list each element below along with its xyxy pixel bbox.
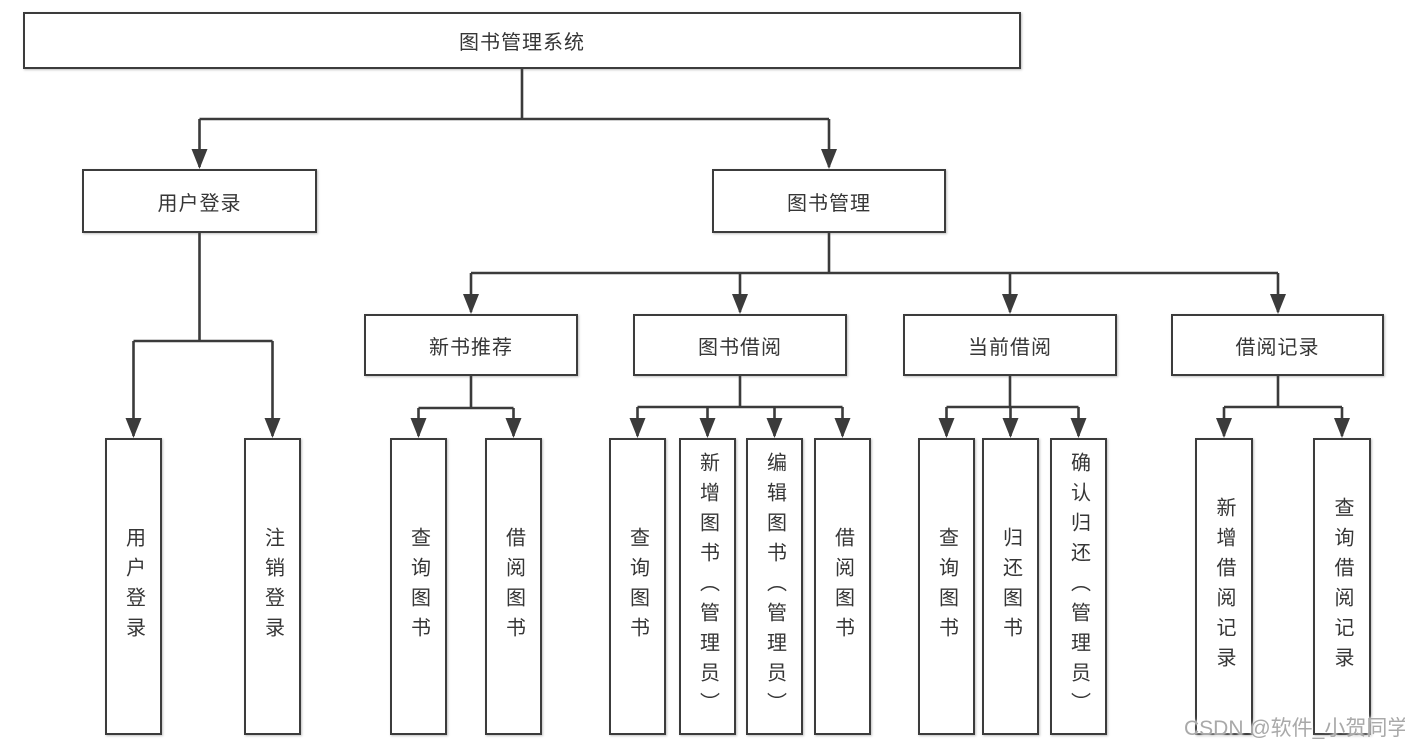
box-leaf-confirm-return-admin: 确认归还（管理员） (1050, 438, 1107, 735)
box-book-borrow: 图书借阅 (633, 314, 847, 376)
box-current-borrow: 当前借阅 (903, 314, 1117, 376)
box-leaf-borrow-book-1-label: 借阅图书 (502, 526, 525, 647)
box-leaf-search-borrow-record-label: 查询借阅记录 (1331, 496, 1353, 677)
box-leaf-user-login: 用户登录 (105, 438, 162, 735)
box-leaf-user-login-label: 用户登录 (122, 526, 145, 647)
box-user-login-module: 用户登录 (82, 169, 317, 233)
box-leaf-borrow-book-1: 借阅图书 (485, 438, 542, 735)
box-leaf-search-borrow-record: 查询借阅记录 (1313, 438, 1371, 735)
box-leaf-add-book-admin-label: 新增图书（管理员） (696, 451, 719, 722)
box-leaf-confirm-return-admin-label: 确认归还（管理员） (1067, 451, 1090, 722)
box-leaf-edit-book-admin: 编辑图书（管理员） (746, 438, 803, 735)
box-system-root: 图书管理系统 (23, 12, 1021, 69)
box-leaf-return-book: 归还图书 (982, 438, 1039, 735)
box-user-login-module-label: 用户登录 (157, 192, 242, 215)
box-leaf-edit-book-admin-label: 编辑图书（管理员） (763, 451, 786, 722)
box-leaf-search-book-3-label: 查询图书 (935, 526, 958, 647)
box-new-book-recommend: 新书推荐 (364, 314, 578, 376)
box-leaf-add-book-admin: 新增图书（管理员） (679, 438, 736, 735)
box-system-root-label: 图书管理系统 (459, 32, 585, 54)
watermark: CSDN @软件_小贺同学 (1184, 717, 1405, 740)
box-leaf-search-book-1: 查询图书 (390, 438, 447, 735)
box-new-book-recommend-label: 新书推荐 (429, 336, 513, 359)
box-leaf-logout: 注销登录 (244, 438, 301, 735)
box-leaf-add-borrow-record: 新增借阅记录 (1195, 438, 1253, 735)
box-leaf-borrow-book-2-label: 借阅图书 (831, 526, 854, 647)
box-leaf-search-book-2-label: 查询图书 (626, 526, 649, 647)
box-borrow-records-label: 借阅记录 (1235, 336, 1320, 359)
box-book-borrow-label: 图书借阅 (698, 336, 782, 359)
box-book-management: 图书管理 (712, 169, 946, 233)
box-leaf-logout-label: 注销登录 (261, 526, 284, 647)
box-leaf-borrow-book-2: 借阅图书 (814, 438, 871, 735)
box-leaf-add-borrow-record-label: 新增借阅记录 (1213, 496, 1235, 677)
box-leaf-search-book-1-label: 查询图书 (407, 526, 430, 647)
box-leaf-return-book-label: 归还图书 (999, 526, 1022, 647)
box-leaf-search-book-3: 查询图书 (918, 438, 975, 735)
box-leaf-search-book-2: 查询图书 (609, 438, 666, 735)
box-book-management-label: 图书管理 (787, 192, 871, 215)
box-borrow-records: 借阅记录 (1171, 314, 1384, 376)
box-current-borrow-label: 当前借阅 (968, 336, 1052, 359)
